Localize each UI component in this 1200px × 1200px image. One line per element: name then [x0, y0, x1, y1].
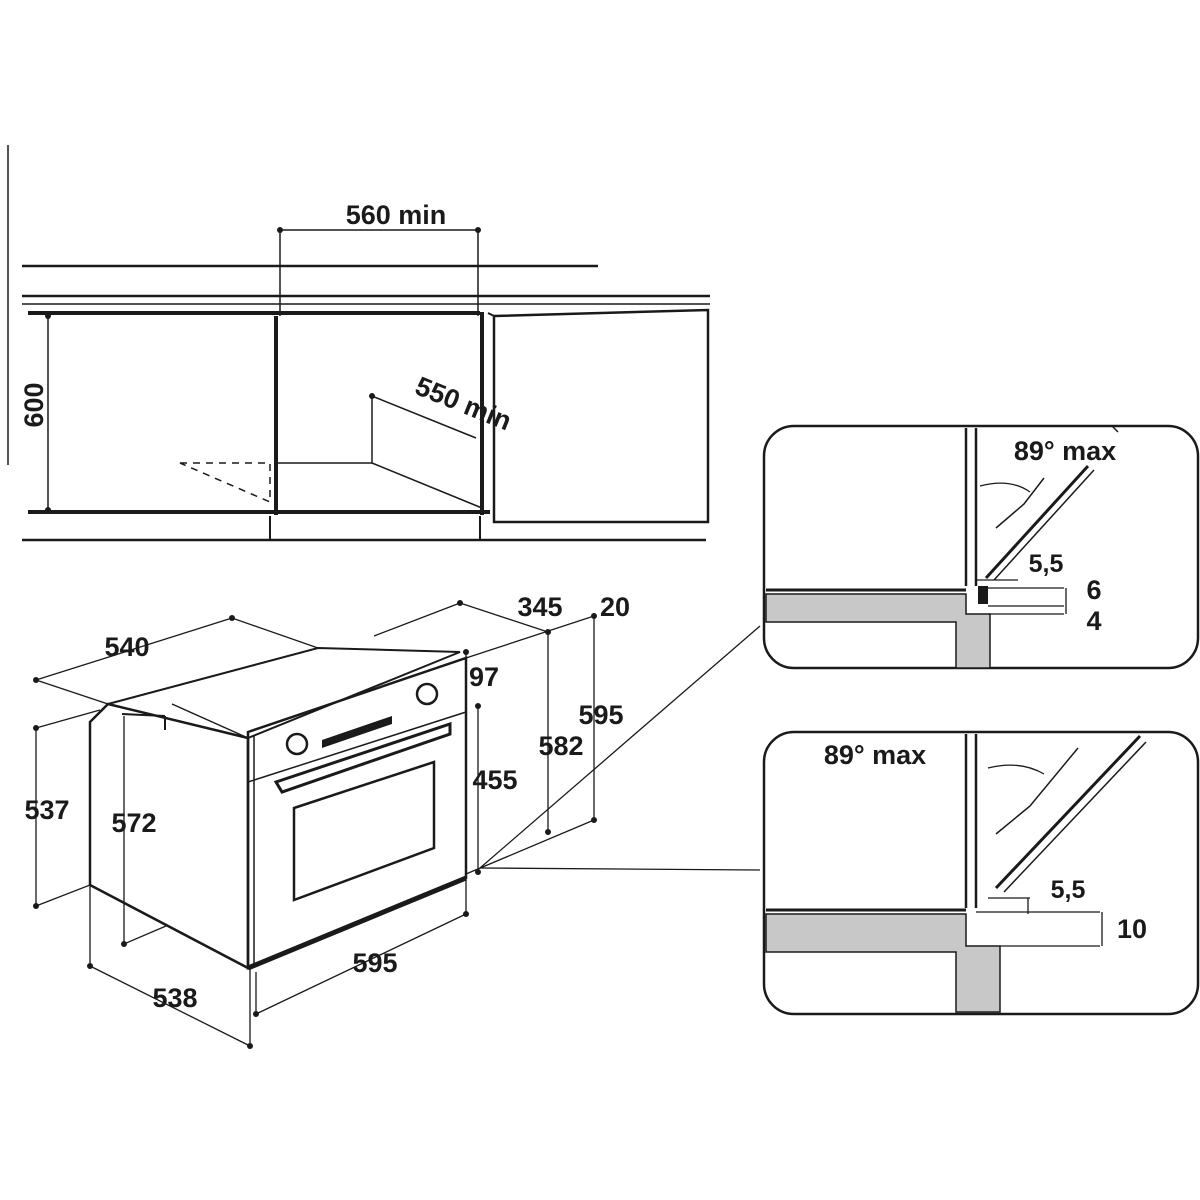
detail-bottom-open-door-inner	[1003, 741, 1147, 893]
dim-97-dot	[463, 649, 469, 655]
door-window	[292, 760, 436, 902]
niche-height-label: 600	[19, 382, 49, 427]
height-dim-dot-bottom	[45, 507, 51, 513]
detail-top-offset-a-label: 6	[1086, 575, 1101, 605]
width-dim-dot-right	[475, 227, 481, 233]
dim-595-bottom-line	[255, 913, 467, 1015]
detail-top-gap-label: 5,5	[1029, 550, 1064, 578]
depth-floor-edge	[371, 462, 483, 509]
detail-top-seal	[978, 586, 988, 604]
depth-dim-dot	[369, 393, 375, 399]
oven-top-notch-a	[121, 713, 166, 717]
detail-bottom-wall-section	[765, 913, 1001, 1013]
dim-540-dot-a	[33, 677, 39, 683]
detail-top-hinge-arm	[995, 477, 1045, 529]
dim-540-ext-left	[35, 679, 109, 705]
dim-345-dot-a	[457, 600, 463, 606]
detail-bottom-open-door	[994, 734, 1142, 890]
dim-595-bottom-dot-a	[253, 1011, 259, 1017]
dim-595-side-ext	[465, 819, 595, 875]
dim-538-label: 538	[152, 983, 197, 1013]
dim-20-label: 20	[600, 592, 630, 622]
dim-345-ext	[373, 602, 461, 637]
dim-455-label: 455	[472, 765, 517, 795]
depth-dim-line	[371, 395, 477, 439]
dim-537-ext-top	[35, 709, 101, 729]
leader-line-bottom	[479, 867, 761, 871]
door-hinge-edge	[487, 312, 495, 317]
detail-bottom-gap-label: 5,5	[1051, 876, 1086, 904]
right-knob	[415, 682, 439, 706]
dim-582-label: 582	[538, 731, 583, 761]
detail-top-offset-b-label: 4	[1086, 606, 1101, 636]
dim-595-bottom-dot-b	[463, 911, 469, 917]
dim-537-ext-bottom	[35, 884, 91, 907]
dim-345-line	[459, 602, 549, 633]
dim-572-label: 572	[111, 808, 156, 838]
width-dim-dot-left	[277, 227, 283, 233]
door-handle	[273, 721, 452, 794]
display-window	[322, 716, 392, 748]
detail-bottom-angle-arc	[987, 764, 1045, 775]
left-knob	[285, 732, 309, 756]
niche-depth-label: 550 min	[411, 371, 515, 436]
dim-540-dot-b	[229, 615, 235, 621]
dim-538-line	[89, 965, 251, 1047]
dim-537-dot-bottom	[33, 903, 39, 909]
dim-595-side-dot	[591, 817, 597, 823]
oven-side-bottom	[89, 884, 249, 969]
detail-top-angle-label: 89° max	[1014, 436, 1116, 466]
detail-bottom-frame	[762, 730, 1200, 1016]
dim-572-ext	[123, 925, 167, 945]
detail-top-open-door	[984, 464, 1090, 580]
detail-bottom-offset-label: 10	[1117, 914, 1147, 944]
height-dim-dot-top	[45, 313, 51, 319]
dim-455-dot-top	[475, 703, 481, 709]
dim-582-dot	[545, 829, 551, 835]
detail-top-open-door-inner	[993, 469, 1095, 581]
dim-345-label: 345	[517, 592, 562, 622]
detail-bottom-box	[762, 730, 1200, 1016]
detail-top-box	[762, 424, 1200, 670]
oven-drawing	[33, 600, 761, 1049]
dim-537-dot-top	[33, 725, 39, 731]
dim-572-dot	[121, 941, 127, 947]
oven-top-body	[107, 646, 461, 740]
hidden-edge-dashed	[179, 462, 271, 504]
dim-97-label: 97	[469, 662, 499, 692]
niche-width-label: 560 min	[346, 200, 447, 230]
dim-540-line	[35, 617, 233, 681]
oven-top-edge-inner	[171, 703, 249, 739]
detail-top-angle-arc	[979, 482, 1031, 493]
control-panel-divider	[247, 711, 467, 783]
detail-top-tick	[1111, 425, 1119, 433]
dim-538-dot-a	[87, 963, 93, 969]
oven-base-strip	[247, 875, 467, 971]
dim-595-side-label: 595	[578, 700, 623, 730]
dim-540-label: 540	[104, 632, 149, 662]
leader-line-top	[479, 625, 761, 869]
dim-537-label: 537	[24, 795, 69, 825]
detail-bottom-hinge-arm	[995, 747, 1079, 835]
dim-455-dot-bottom	[475, 869, 481, 875]
dim-540-ext-right	[231, 617, 319, 649]
dim-20-top-ext	[465, 615, 595, 659]
cabinet-niche	[7, 145, 710, 542]
dim-595-bottom-label: 595	[352, 948, 397, 978]
detail-bottom-angle-label: 89° max	[824, 740, 926, 770]
adjacent-cabinet-door	[492, 308, 710, 524]
detail-top-wall-section	[765, 593, 991, 669]
